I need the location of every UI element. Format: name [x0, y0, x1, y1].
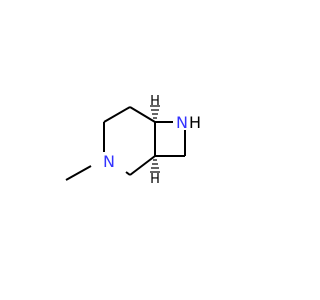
- nitrogen-atom-ring: N: [103, 152, 115, 171]
- hashed-wedge-bond-top: [150, 105, 160, 119]
- bond-n-methyl: [65, 165, 92, 181]
- bond-c1-c2: [129, 106, 156, 123]
- stereo-hydrogen-bottom: H: [150, 172, 160, 187]
- chemical-structure-diagram: N N H H H: [65, 94, 201, 187]
- hashed-wedge-bond-bottom: [150, 159, 160, 173]
- bond-c1-c6: [103, 106, 131, 123]
- bond-n-c4: [125, 171, 131, 176]
- hydrogen-atom-azetidine: H: [189, 113, 201, 132]
- bond-c4-c3: [129, 155, 156, 176]
- nitrogen-atom-azetidine: N: [176, 113, 188, 132]
- stereo-hydrogen-top: H: [150, 94, 160, 109]
